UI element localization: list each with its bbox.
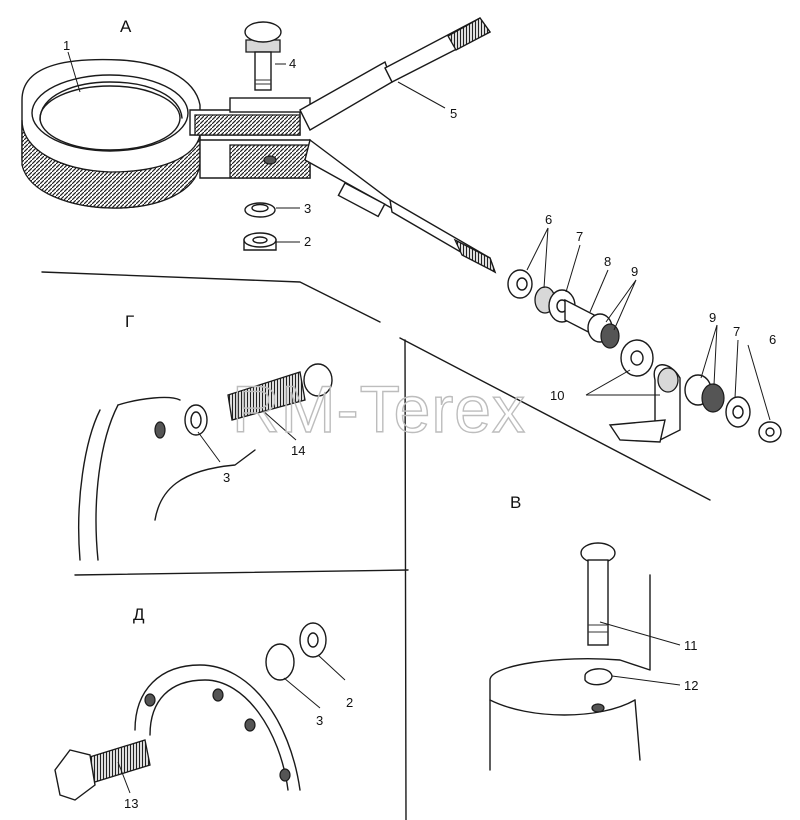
callout-14: 14	[291, 443, 305, 458]
view-label-v: В	[510, 493, 521, 512]
view-d	[54, 622, 327, 801]
callout-2-a: 2	[304, 234, 311, 249]
watermark: RM-Terex	[232, 372, 526, 446]
rod-hardware	[507, 269, 782, 443]
view-label-a: А	[120, 17, 132, 36]
view-g	[41, 271, 409, 576]
callout-3-b: 3	[223, 470, 230, 485]
bolt-4	[244, 21, 282, 91]
clamp-arms	[299, 60, 397, 218]
callout-7-b: 7	[733, 324, 740, 339]
callout-7-a: 7	[576, 229, 583, 244]
callout-3-a: 3	[304, 201, 311, 216]
callout-6-b: 6	[769, 332, 776, 347]
clamp-ring	[21, 58, 201, 209]
callout-10: 10	[550, 388, 564, 403]
callout-1: 1	[63, 38, 70, 53]
lock-washer-3	[244, 202, 276, 218]
clamp-ears	[189, 97, 311, 179]
callout-8: 8	[604, 254, 611, 269]
callout-3-c: 3	[316, 713, 323, 728]
leader-lines	[67, 51, 771, 794]
callout-9-a: 9	[631, 264, 638, 279]
callout-2-b: 2	[346, 695, 353, 710]
tie-rod	[384, 17, 497, 274]
view-a-clamp	[21, 17, 497, 274]
callout-4: 4	[289, 56, 296, 71]
view-v	[399, 337, 711, 820]
callout-12: 12	[684, 678, 698, 693]
callout-5: 5	[450, 106, 457, 121]
callout-13: 13	[124, 796, 138, 811]
callout-11: 11	[684, 638, 698, 653]
callout-6-a: 6	[545, 212, 552, 227]
view-label-d: Д	[133, 605, 145, 624]
view-label-g: Г	[125, 312, 134, 331]
callout-9-b: 9	[709, 310, 716, 325]
nut-2	[243, 232, 277, 251]
